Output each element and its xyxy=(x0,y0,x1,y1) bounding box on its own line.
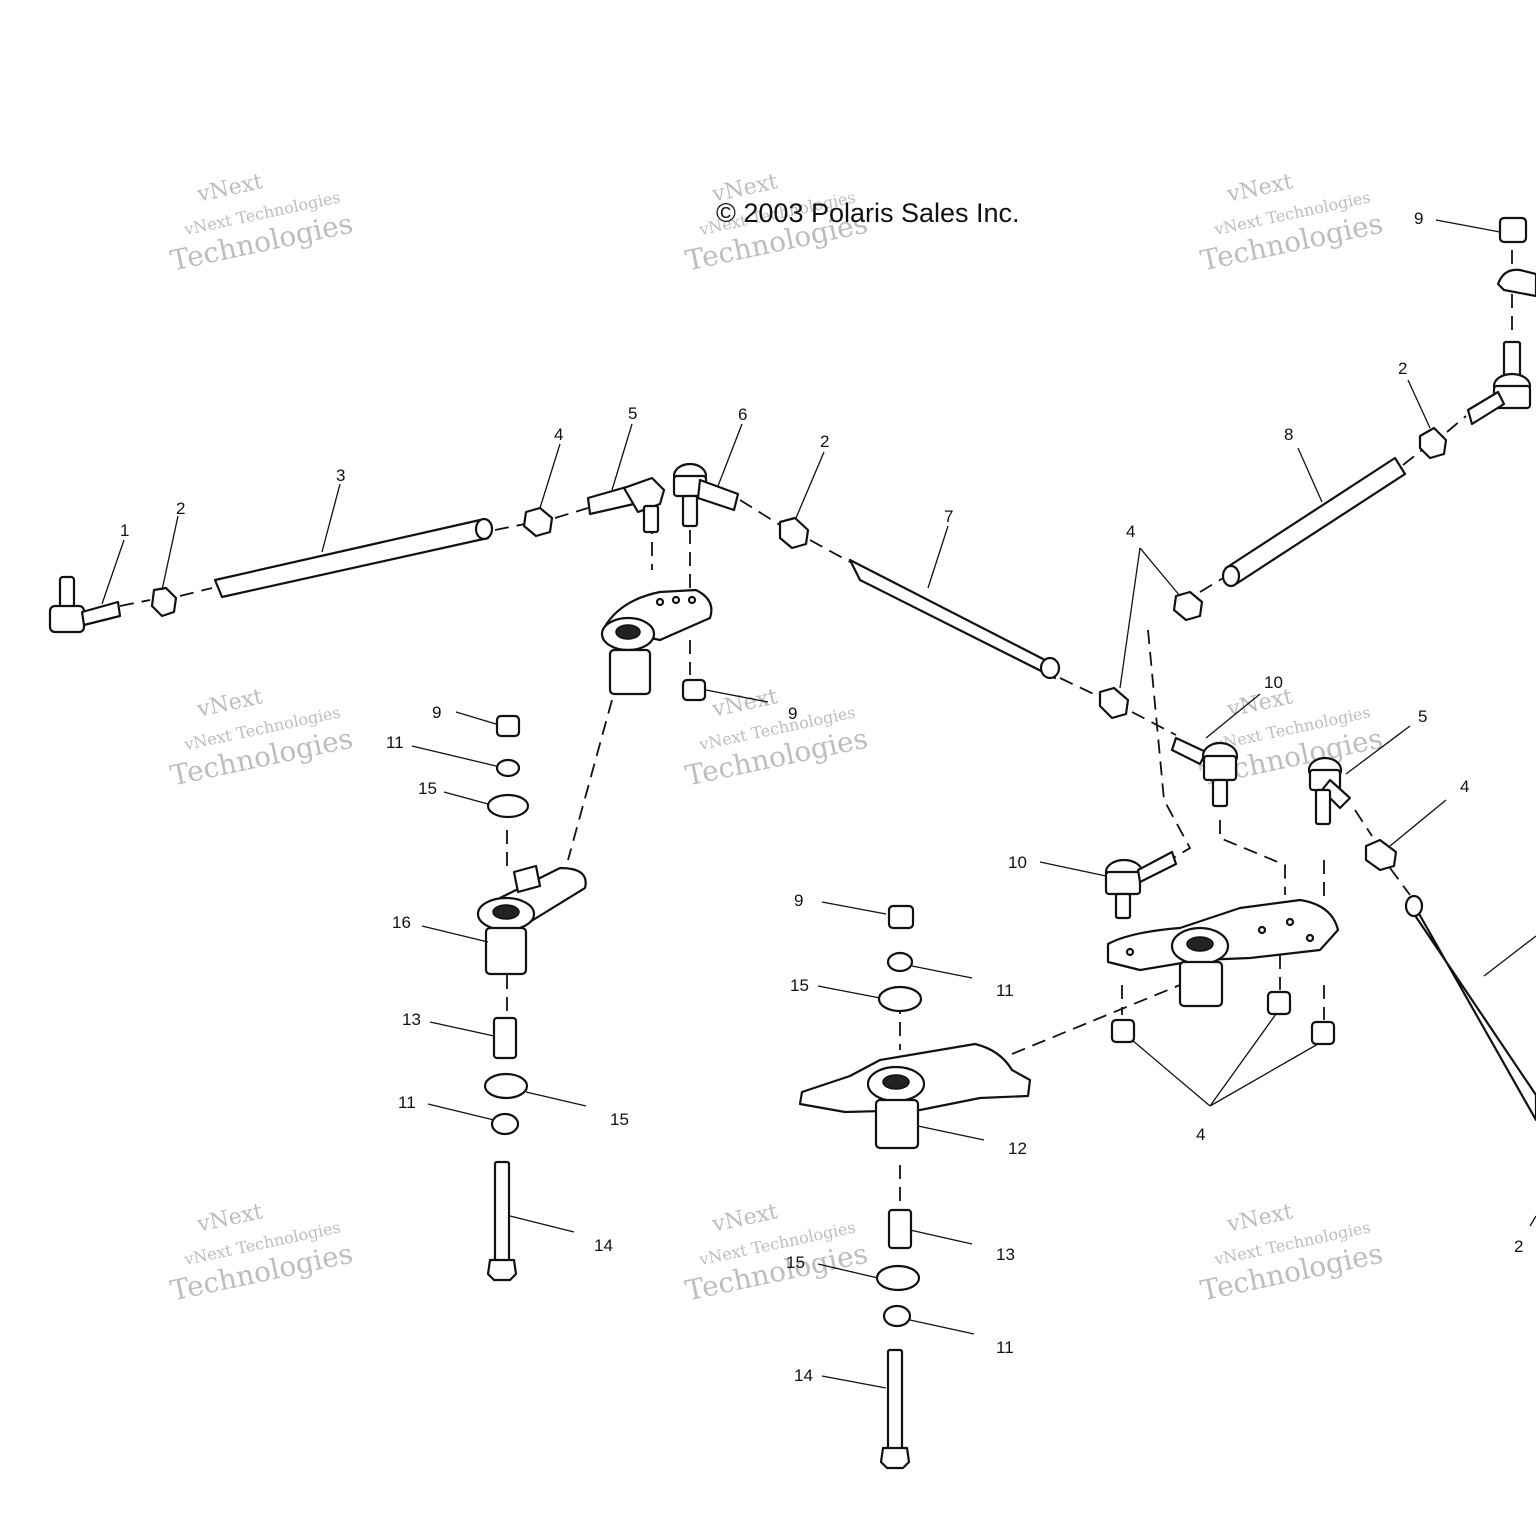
watermark: vNext vNext Technologies Technologies xyxy=(1197,1199,1385,1307)
washer-part-15 xyxy=(877,985,923,1013)
callout-label: 11 xyxy=(996,981,1014,1000)
watermark-line1: vNext xyxy=(194,169,265,207)
lock-nut-part-9 xyxy=(495,714,521,738)
rod-end-part-5 xyxy=(586,476,666,534)
hex-nut-part-2 xyxy=(150,586,178,618)
tie-rod-part-3 xyxy=(213,517,494,599)
callout-label: 2 xyxy=(820,432,829,451)
parts xyxy=(48,216,1536,1470)
hex-nut-part-4 xyxy=(522,506,554,538)
callout-label: 15 xyxy=(786,1253,805,1272)
tie-rod-part-7 xyxy=(848,558,1061,680)
rod-end-part-6 xyxy=(672,462,740,528)
callout-label: 14 xyxy=(794,1366,813,1385)
rod-end-part-1 xyxy=(48,575,122,634)
hex-nut-part-4 xyxy=(1364,838,1398,872)
spacer-part-13 xyxy=(492,1016,518,1060)
watermark-line1: vNext xyxy=(1224,1199,1295,1237)
rod-end-part-5 xyxy=(1307,756,1352,826)
watermark-line1: vNext xyxy=(194,1199,265,1237)
callout-label: 5 xyxy=(1418,707,1427,726)
steering-arm-part-right xyxy=(1106,898,1340,1008)
callout-label: 9 xyxy=(788,704,797,723)
center-arm-part-12 xyxy=(798,1042,1032,1150)
callout-label: 15 xyxy=(610,1110,629,1129)
watermark: vNext vNext Technologies Technologies xyxy=(167,169,355,277)
callout-label: 10 xyxy=(1008,853,1027,872)
lock-nut-part-9 xyxy=(887,904,915,930)
callout-label: 1 xyxy=(120,521,129,540)
assembly-lines xyxy=(119,250,1513,1205)
watermark: vNext vNext Technologies Technologies xyxy=(167,684,355,792)
rod-end-part-10 xyxy=(1170,736,1239,808)
callout-label: 11 xyxy=(398,1093,416,1112)
washer-part-15 xyxy=(486,793,530,819)
callout-label: 16 xyxy=(392,913,411,932)
rod-end-part-10 xyxy=(1104,850,1178,920)
leader-lines xyxy=(101,219,1536,1389)
callout-label: 13 xyxy=(996,1245,1015,1264)
bolt-part-14 xyxy=(879,1348,911,1470)
callout-label: 13 xyxy=(402,1010,421,1029)
lock-nut-part-9 xyxy=(1266,990,1292,1016)
rod-end-part-top-right xyxy=(1466,340,1532,426)
callout-label: 2 xyxy=(176,499,185,518)
watermark: vNext vNext Technologies Technologies xyxy=(682,1199,870,1307)
callout-label: 14 xyxy=(594,1236,613,1255)
callout-label: 2 xyxy=(1514,1237,1523,1256)
hex-nut-part-4 xyxy=(1098,686,1130,720)
callout-label: 15 xyxy=(790,976,809,995)
steering-arm-part-top-right xyxy=(1496,268,1536,298)
callout-label: 11 xyxy=(386,733,404,752)
lock-nut-part-9 xyxy=(681,678,707,702)
callout-label: 4 xyxy=(1126,522,1135,541)
steering-arm-part xyxy=(600,588,713,696)
watermark: vNext vNext Technologies Technologies xyxy=(167,1199,355,1307)
callout-label: 11 xyxy=(996,1338,1014,1357)
watermark-line1: vNext xyxy=(1224,684,1295,722)
hex-nut-part-4 xyxy=(1172,590,1204,622)
washer-part-15 xyxy=(875,1264,921,1292)
callout-label: 12 xyxy=(1008,1139,1027,1158)
lock-nut-part-9 xyxy=(1498,216,1528,244)
copyright-text: © 2003 Polaris Sales Inc. xyxy=(716,198,1020,228)
callout-label: 8 xyxy=(1284,425,1293,444)
callout-label: 6 xyxy=(738,405,747,424)
watermark-line1: vNext xyxy=(709,1199,780,1237)
callout-label: 4 xyxy=(1196,1125,1205,1144)
hex-nut-part-2 xyxy=(1418,426,1448,460)
callout-label: 9 xyxy=(794,891,803,910)
callout-label: 7 xyxy=(944,507,953,526)
watermark-line1: vNext xyxy=(1224,169,1295,207)
spacer-part-13 xyxy=(887,1208,913,1250)
callout-label: 4 xyxy=(1460,777,1469,796)
callout-label: 9 xyxy=(432,703,441,722)
bushing-part-11 xyxy=(495,758,521,778)
bushing-part-11 xyxy=(886,951,914,973)
callout-label: 4 xyxy=(554,425,563,444)
hex-nut-part-2 xyxy=(778,516,810,550)
lock-nut-part-9 xyxy=(1110,1018,1136,1044)
callout-label: 9 xyxy=(1414,209,1423,228)
watermark-line1: vNext xyxy=(709,684,780,722)
callout-labels: 1 2 3 4 5 6 2 7 4 4 8 2 9 9 9 11 15 16 1… xyxy=(120,209,1523,1385)
lock-nut-part-9 xyxy=(1310,1020,1336,1046)
callout-label: 10 xyxy=(1264,673,1283,692)
watermark-line1: vNext xyxy=(194,684,265,722)
washer-part-15 xyxy=(483,1072,529,1100)
callout-label: 2 xyxy=(1398,359,1407,378)
bushing-part-11 xyxy=(490,1112,520,1136)
tie-rod-part-long xyxy=(1404,894,1536,1122)
steering-arm-part-16 xyxy=(476,864,587,976)
callout-label: 3 xyxy=(336,466,345,485)
watermark: vNext vNext Technologies Technologies xyxy=(1197,169,1385,277)
callout-label: 15 xyxy=(418,779,437,798)
bushing-part-11 xyxy=(882,1304,912,1328)
tie-rod-part-8 xyxy=(1221,456,1407,588)
callout-label: 5 xyxy=(628,404,637,423)
bolt-part-14 xyxy=(486,1160,518,1282)
